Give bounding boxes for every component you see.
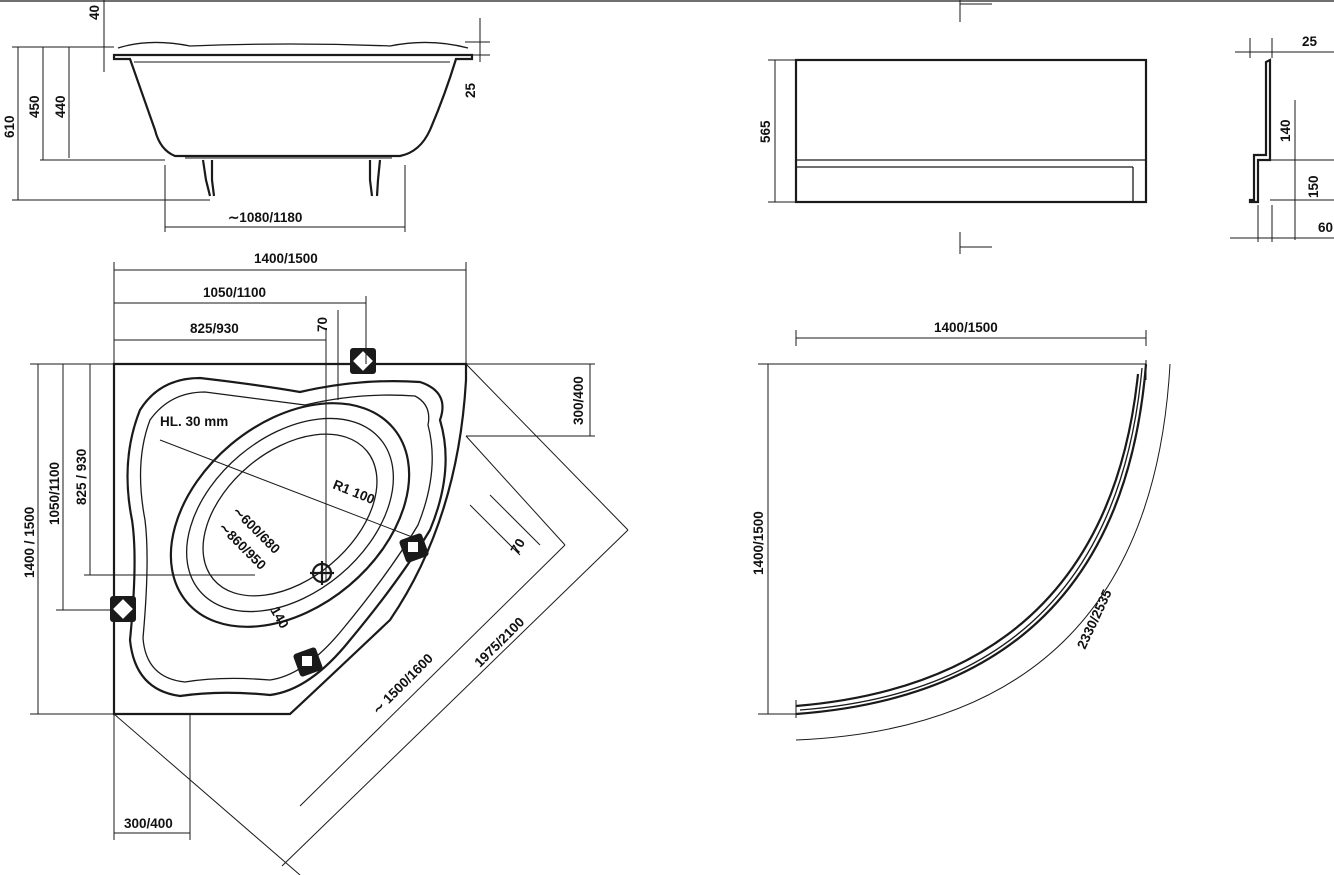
jet-icon-bottom [293,647,323,677]
panel-curve-inner [795,373,1140,708]
panel-front-view: 565 [758,0,1148,254]
panel-body [794,58,1148,204]
dim-plan-70-top: 70 [315,317,330,332]
dim-plan-70-diag: 70 [508,536,529,557]
dim-plan-1050-left: 1050/1100 [47,462,62,525]
dim-total-height: 610 [2,115,17,138]
dim-plan-1050: 1050/1100 [203,285,266,300]
dim-plan-1975: 1975/2100 [472,614,528,670]
jet-icon-top [350,348,376,374]
dim-plan-140: 140 [267,604,291,631]
panel-curve-mid [799,367,1143,711]
jet-icon-right [399,533,429,563]
dim-plan-825: 825/930 [190,321,239,336]
panel-section-profile [1248,58,1272,204]
dim-panel-height: 565 [758,120,773,143]
panel-section-view: 25 140 150 60 [1230,34,1334,242]
dim-section-top: 25 [1302,34,1318,49]
dim-rim: 25 [463,82,478,98]
dim-section-140: 140 [1278,119,1293,142]
dim-440: 440 [53,95,68,118]
dim-rim-top: 40 [87,5,102,20]
tub-outline [112,362,468,716]
tub-leg-right [368,159,382,197]
dim-450: 450 [27,95,42,118]
drain-icon [310,561,334,585]
label-hl: HL. 30 mm [160,414,228,429]
dim-section-150: 150 [1306,175,1321,198]
jet-icon-left [110,596,136,622]
dim-plan-825-left: 825 / 930 [74,449,89,505]
dim-leg-span: ∼1080/1180 [228,210,302,225]
dim-plan-300-right: 300/400 [571,376,586,425]
dim-panel-plan-height: 1400/1500 [751,511,766,575]
tub-rim-top [117,41,469,49]
tub-rim-inner [139,391,433,683]
dim-plan-300-bottom: 300/400 [124,816,173,831]
dim-panel-plan-arc: 2330/2535 [1074,587,1115,652]
tub-leg-left [201,159,216,197]
dim-panel-plan-width: 1400/1500 [934,320,998,335]
basin-bottom [202,433,378,597]
dim-plan-1500: ∼ 1500/1600 [370,651,436,717]
dim-section-bottom: 60 [1318,220,1333,235]
basin-inner [185,417,395,613]
tub-side-profile [112,53,474,158]
basin-outer [169,402,411,628]
dim-plan-width: 1400/1500 [254,251,318,266]
label-radius: R1 100 [331,477,377,507]
panel-curve-outer [795,363,1148,716]
panel-plan-view: 1400/1500 1400/1500 2330/2535 [751,320,1171,741]
dim-plan-height-left: 1400 / 1500 [22,507,37,578]
plan-view: 1400/1500 1050/1100 825/930 70 300/400 1… [22,251,629,875]
side-view: 40 610 450 440 25 ∼1080/1180 [2,0,490,232]
